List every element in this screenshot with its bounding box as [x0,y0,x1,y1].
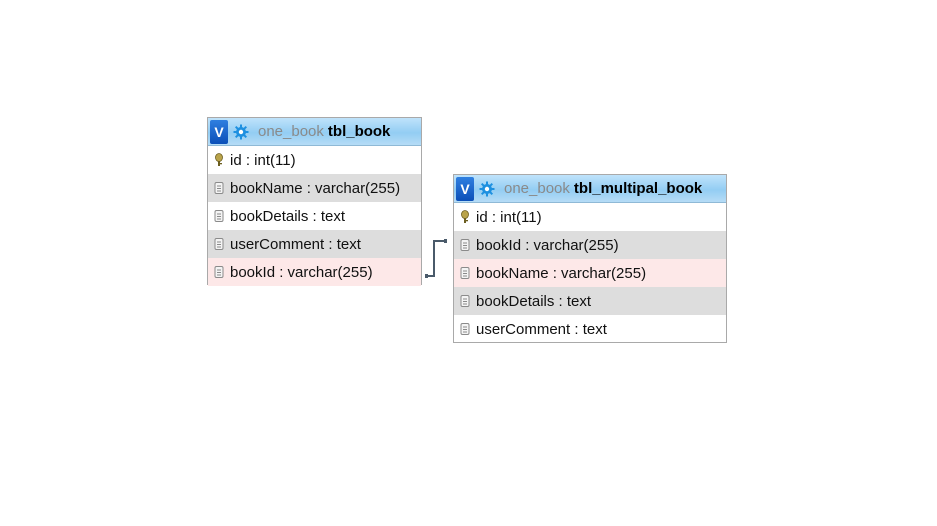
column-row-usercomment[interactable]: userComment : text [454,315,726,343]
column-label: bookId : varchar(255) [230,263,373,281]
column-label: id : int(11) [476,208,542,226]
primary-key-icon [214,153,224,167]
gear-icon[interactable] [232,123,250,141]
column-label: bookName : varchar(255) [476,264,647,282]
column-row-id[interactable]: id : int(11) [454,203,726,231]
database-name: one_book [504,180,570,197]
column-label: userComment : text [230,235,361,253]
column-row-bookdetails[interactable]: bookDetails : text [454,287,726,315]
toggle-columns-button[interactable]: V [456,176,474,201]
column-icon [214,265,224,279]
column-row-bookname[interactable]: bookName : varchar(255) [208,174,421,202]
relation-line [425,240,446,277]
column-label: userComment : text [476,320,607,338]
database-name: one_book [258,123,324,140]
table-name: tbl_book [327,123,391,140]
column-row-bookname[interactable]: bookName : varchar(255) [454,259,726,287]
column-icon [460,238,470,252]
column-label: bookDetails : text [476,292,592,310]
table-name: tbl_multipal_book [573,180,703,197]
relation-end-marker [425,274,428,278]
column-label: id : int(11) [230,151,296,169]
column-icon [460,266,470,280]
column-label: bookId : varchar(255) [476,236,619,254]
toggle-columns-button[interactable]: V [210,119,228,144]
relation-start-marker [444,239,447,243]
column-row-bookid[interactable]: bookId : varchar(255) [454,231,726,259]
column-icon [214,181,224,195]
column-icon [460,322,470,336]
column-row-bookdetails[interactable]: bookDetails : text [208,202,421,230]
column-row-bookid[interactable]: bookId : varchar(255) [208,258,421,286]
column-icon [214,209,224,223]
primary-key-icon [460,210,470,224]
column-icon [214,237,224,251]
column-label: bookDetails : text [230,207,346,225]
column-row-usercomment[interactable]: userComment : text [208,230,421,258]
column-icon [460,294,470,308]
column-row-id[interactable]: id : int(11) [208,146,421,174]
gear-icon[interactable] [478,180,496,198]
column-label: bookName : varchar(255) [230,179,401,197]
